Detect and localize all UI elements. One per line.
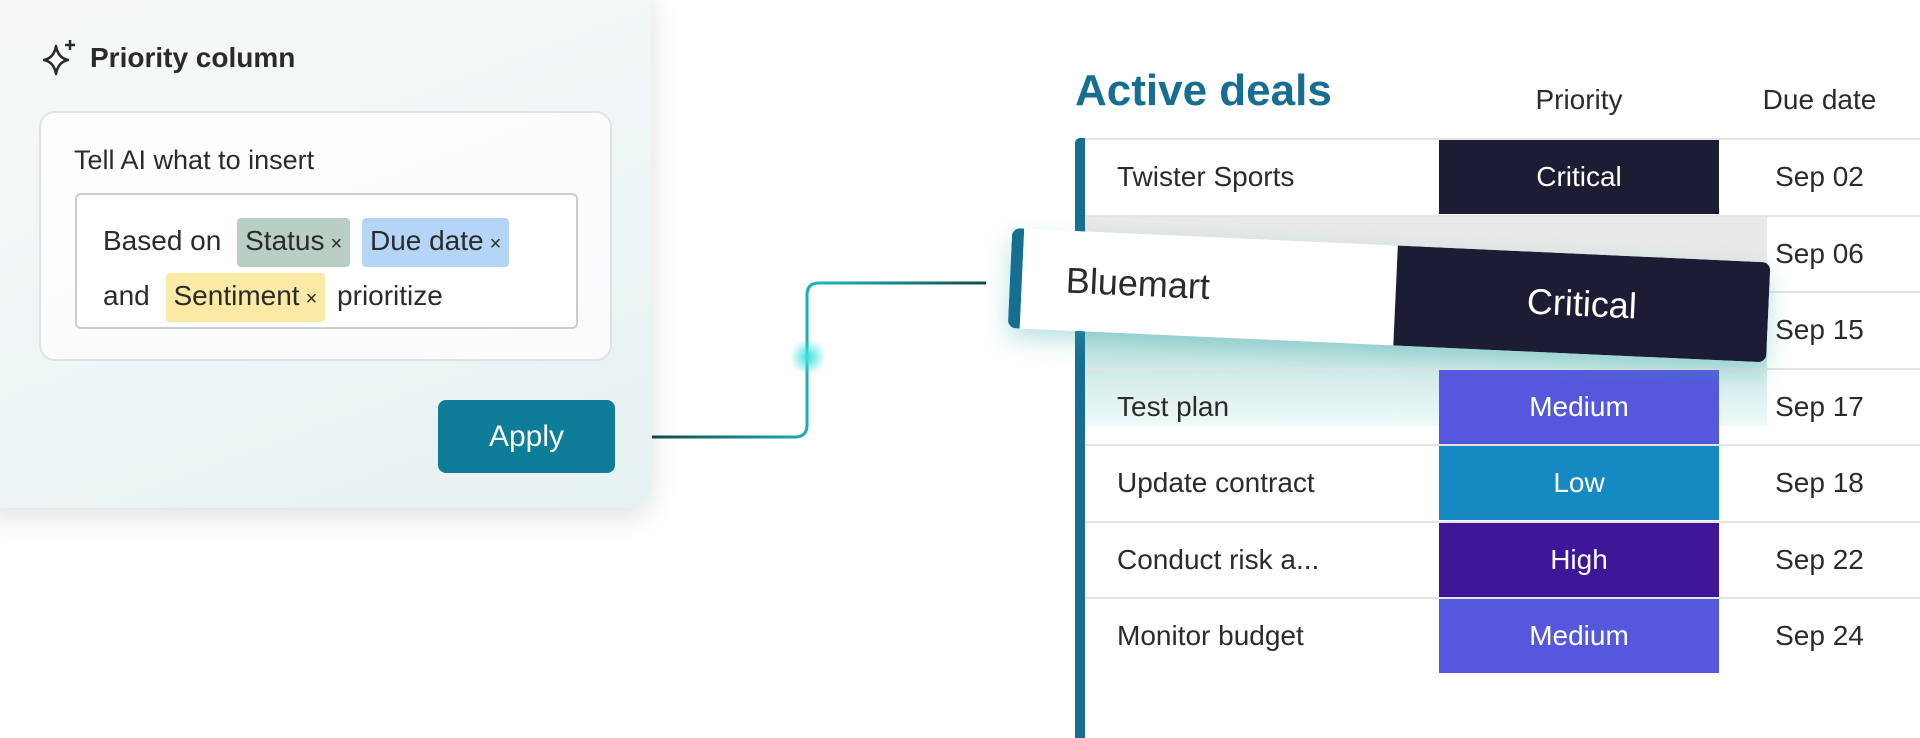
prompt-label: Tell AI what to insert [74,145,315,175]
apply-button[interactable]: Apply [438,400,615,473]
due-date-cell[interactable]: Sep 24 [1775,620,1864,651]
chip-label: Due date [369,225,484,256]
due-date-cell[interactable]: Sep 06 [1775,237,1864,269]
connector-line [652,281,986,439]
panel-title: Priority column [90,42,296,73]
prompt-text: and [103,280,150,311]
due-date-cell[interactable]: Sep 15 [1775,314,1864,345]
table-row[interactable]: Test plan Medium Sep 17 [1085,367,1920,444]
priority-cell[interactable]: Medium [1439,369,1719,444]
priority-cell[interactable]: Medium [1439,599,1719,673]
column-header-priority[interactable]: Priority [1535,84,1623,115]
chip-label: Sentiment [173,280,300,311]
deal-name[interactable]: Update contract [1117,467,1315,498]
table-row[interactable]: Update contract Low Sep 18 [1085,444,1920,520]
group-color-bar [1075,138,1085,738]
chip-label: Status [245,225,325,256]
table-title: Active deals [1075,66,1332,115]
priority-cell[interactable]: Low [1439,446,1719,520]
table-row[interactable]: Sep 06 [1085,214,1920,291]
due-date-cell[interactable]: Sep 02 [1775,161,1864,192]
sparkle-icon [42,40,75,76]
prompt-input[interactable]: Based on Status× Due date× and Sentiment… [75,193,578,329]
prompt-text: Based on [103,225,222,256]
table-row[interactable]: Conduct risk a... High Sep 22 [1085,520,1920,597]
dragged-row-priority: Critical [1393,245,1771,363]
table-row[interactable]: Monitor budget Medium Sep 24 [1085,597,1920,673]
priority-cell[interactable]: High [1439,522,1719,597]
deal-name[interactable]: Twister Sports [1117,161,1295,192]
dragged-row-name: Bluemart [1019,228,1398,346]
chip-status[interactable]: Status× [237,218,351,267]
column-header-due-date[interactable]: Due date [1762,84,1877,115]
panel-header: Priority column [40,38,295,78]
chip-sentiment[interactable]: Sentiment× [165,273,326,322]
due-date-cell[interactable]: Sep 17 [1775,390,1864,422]
chip-due-date[interactable]: Due date× [361,218,510,267]
priority-cell[interactable]: Critical [1439,140,1719,214]
remove-icon[interactable]: × [489,233,502,255]
deal-name[interactable]: Conduct risk a... [1117,543,1320,575]
remove-icon[interactable]: × [330,233,343,255]
prompt-text: prioritize [337,280,443,311]
glow-dot [790,339,826,375]
deal-name[interactable]: Test plan [1117,390,1230,422]
remove-icon[interactable]: × [305,288,318,310]
deal-name[interactable]: Monitor budget [1117,620,1304,651]
table-row[interactable]: Twister Sports Critical Sep 02 [1085,138,1920,214]
due-date-cell[interactable]: Sep 18 [1775,467,1864,498]
due-date-cell[interactable]: Sep 22 [1775,543,1864,575]
